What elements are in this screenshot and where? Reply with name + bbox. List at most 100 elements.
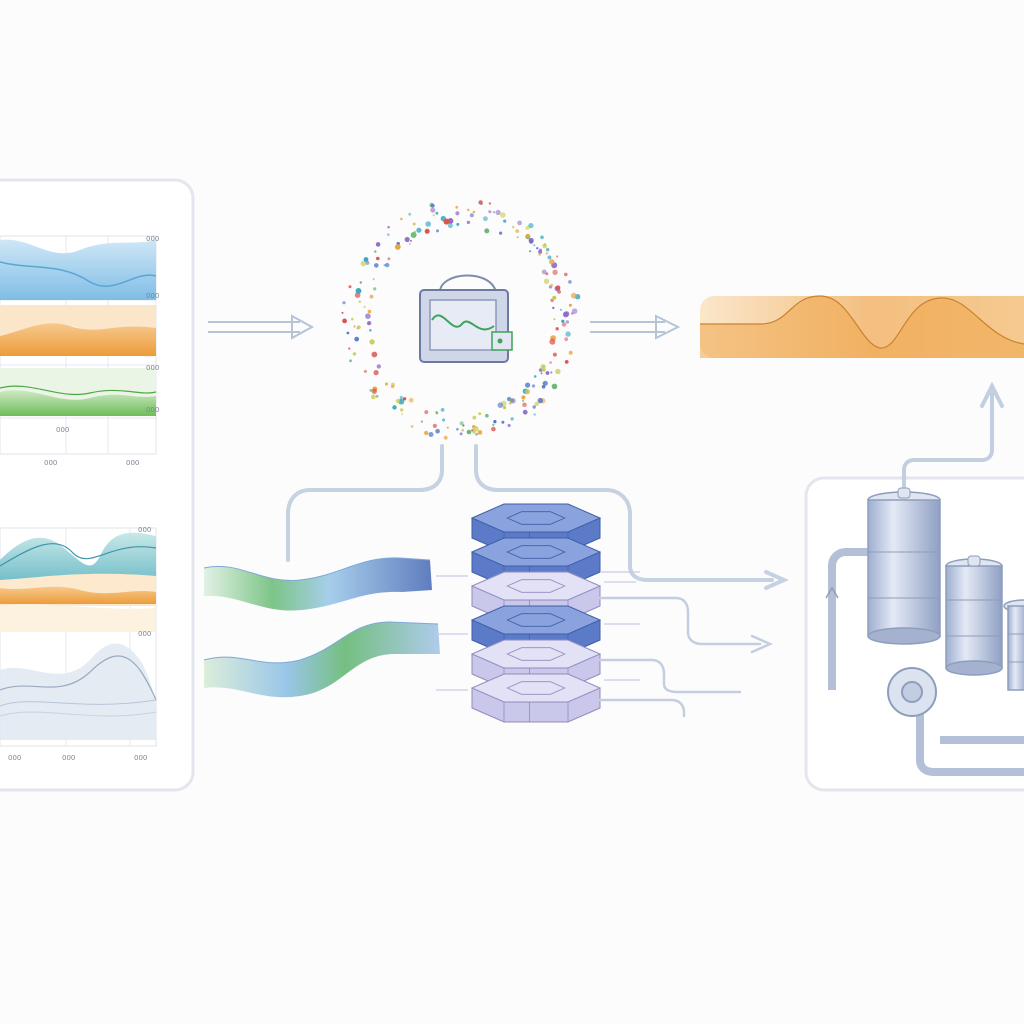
lower-tick-2: 000 — [138, 630, 151, 638]
particle-dot — [410, 425, 414, 428]
particle-dot — [443, 218, 450, 225]
particle-dot — [369, 389, 373, 392]
particle-dot — [529, 240, 533, 244]
encoded-ribbon-upper — [203, 557, 432, 611]
particle-dot — [424, 430, 429, 436]
particle-dot — [365, 313, 371, 320]
particle-dot — [552, 352, 557, 357]
particle-dot — [543, 278, 550, 284]
particle-dot — [436, 229, 439, 233]
particle-dot — [568, 303, 572, 307]
particle-dot — [435, 411, 439, 415]
particle-dot — [410, 239, 412, 242]
particle-dot — [510, 417, 514, 421]
particle-dot — [349, 359, 352, 363]
particle-dot — [447, 223, 453, 229]
particle-dot — [533, 375, 537, 378]
upper-tick-5: 000 — [56, 426, 69, 434]
particle-dot — [480, 202, 483, 206]
particle-dot — [432, 214, 435, 217]
particle-dot — [516, 236, 519, 239]
particle-dot — [373, 370, 379, 376]
particle-dot — [510, 398, 516, 404]
particle-dot — [555, 285, 561, 291]
lower-x-label-1: 000 — [8, 754, 21, 762]
particle-dot — [553, 318, 556, 321]
hexagon-layer — [470, 673, 602, 723]
particle-dot — [561, 319, 565, 323]
particle-dot — [455, 205, 459, 209]
particle-dot — [430, 207, 436, 213]
particle-dot — [395, 398, 401, 404]
particle-dot — [550, 283, 554, 287]
particle-dot — [570, 292, 577, 299]
particle-dot — [538, 368, 543, 372]
particle-dot — [430, 203, 435, 208]
particle-dot — [532, 405, 536, 409]
upper-tick-1: 000 — [146, 235, 159, 243]
particle-dot — [390, 384, 395, 389]
particle-dot — [399, 395, 403, 400]
particle-dot — [408, 397, 414, 403]
particle-dot — [367, 309, 372, 314]
particle-dot — [511, 225, 515, 229]
particle-dot — [473, 425, 479, 432]
particle-dot — [559, 308, 563, 311]
particle-dot — [550, 298, 554, 303]
particle-dot — [466, 429, 472, 435]
particle-dot — [568, 350, 573, 355]
arrow-to-processor — [208, 314, 315, 340]
particle-dot — [549, 338, 556, 345]
particle-dot — [565, 331, 571, 337]
particle-dot — [534, 401, 539, 406]
particle-dot — [484, 228, 490, 234]
particle-dot — [538, 252, 542, 256]
particle-dot — [501, 420, 505, 424]
particle-dot — [488, 210, 492, 214]
particle-dot — [556, 255, 559, 258]
storage-tank-icon — [945, 555, 1003, 676]
particle-dot — [412, 222, 416, 226]
particle-dot — [550, 371, 553, 374]
particle-dot — [369, 294, 374, 299]
particle-dot — [542, 243, 548, 249]
lower-orange-band — [0, 586, 156, 604]
particle-dot — [435, 428, 440, 434]
particle-dot — [517, 220, 522, 226]
particle-dot — [531, 384, 536, 388]
particle-dot — [564, 272, 568, 277]
processor-monitor-icon — [419, 274, 513, 363]
particle-dot — [408, 242, 411, 245]
lower-x-label-2: 000 — [62, 754, 75, 762]
particle-dot — [571, 308, 578, 315]
particle-dot — [374, 263, 379, 268]
particle-dot — [400, 408, 404, 412]
particle-dot — [394, 244, 401, 250]
processor-output-pipes — [286, 444, 789, 590]
particle-dot — [469, 213, 474, 218]
particle-dot — [387, 226, 390, 229]
particle-dot — [551, 383, 558, 390]
particle-dot — [374, 250, 377, 253]
particle-dot — [536, 247, 539, 250]
particle-dot — [529, 250, 532, 253]
particle-dot — [466, 208, 470, 212]
particle-dot — [540, 235, 544, 240]
particle-dot — [459, 432, 463, 436]
particle-dot — [549, 361, 552, 364]
particle-dot — [475, 433, 478, 436]
particle-dot — [369, 339, 375, 345]
particle-dot — [401, 413, 404, 416]
particle-dot — [446, 426, 449, 429]
particle-dot — [478, 412, 482, 416]
particle-dot — [424, 228, 430, 234]
particle-dot — [502, 406, 507, 410]
particle-ring-icon — [341, 200, 581, 440]
pipe-valve-icon — [887, 667, 937, 717]
particle-dot — [459, 421, 464, 426]
particle-dot — [547, 255, 552, 260]
particle-dot — [456, 222, 460, 226]
particle-dot — [358, 300, 361, 303]
particle-dot — [541, 384, 546, 389]
particle-dot — [400, 217, 403, 221]
